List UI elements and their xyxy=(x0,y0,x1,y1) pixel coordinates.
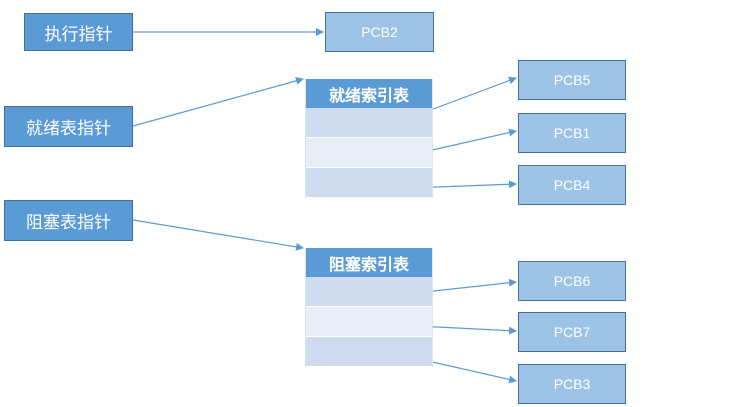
blocked-table-row xyxy=(306,337,432,367)
pcb-ready-box-3: PCB4 xyxy=(518,165,626,205)
blocked-table-row xyxy=(306,277,432,307)
pcb-blocked-box-1: PCB6 xyxy=(518,261,626,301)
ready-table-row xyxy=(306,138,432,168)
pcb-blocked-box-3: PCB3 xyxy=(518,364,626,404)
ready-table-row xyxy=(306,168,432,198)
pcb-blocked-label: PCB7 xyxy=(553,324,591,340)
pcb-blocked-label: PCB3 xyxy=(553,376,591,392)
pcb-running-label: PCB2 xyxy=(361,24,398,40)
ready-table-row xyxy=(306,108,432,138)
blocked-index-table: 阻塞索引表 xyxy=(305,248,433,367)
ready-pointer-box: 就绪表指针 xyxy=(4,106,133,147)
ready-table-header: 就绪索引表 xyxy=(306,79,432,108)
pcb-blocked-label: PCB6 xyxy=(553,273,591,289)
exec-pointer-box: 执行指针 xyxy=(24,13,133,51)
pcb-ready-box-2: PCB1 xyxy=(518,113,626,153)
pcb-blocked-box-2: PCB7 xyxy=(518,312,626,352)
pcb-ready-label: PCB5 xyxy=(553,72,591,88)
ready-index-table: 就绪索引表 xyxy=(305,79,433,198)
pcb-ready-label: PCB1 xyxy=(553,125,591,141)
arrow-blocked-to-table xyxy=(132,219,304,251)
ready-pointer-label: 就绪表指针 xyxy=(26,119,111,139)
arrow-ready-to-table xyxy=(132,77,304,127)
blocked-table-row xyxy=(306,307,432,337)
blocked-table-header: 阻塞索引表 xyxy=(306,248,432,277)
pcb-running-box: PCB2 xyxy=(325,12,434,52)
exec-pointer-label: 执行指针 xyxy=(44,24,113,45)
blocked-pointer-box: 阻塞表指针 xyxy=(4,200,133,241)
blocked-pointer-label: 阻塞表指针 xyxy=(26,213,111,233)
pcb-ready-box-1: PCB5 xyxy=(518,60,626,100)
pcb-ready-label: PCB4 xyxy=(553,177,591,193)
